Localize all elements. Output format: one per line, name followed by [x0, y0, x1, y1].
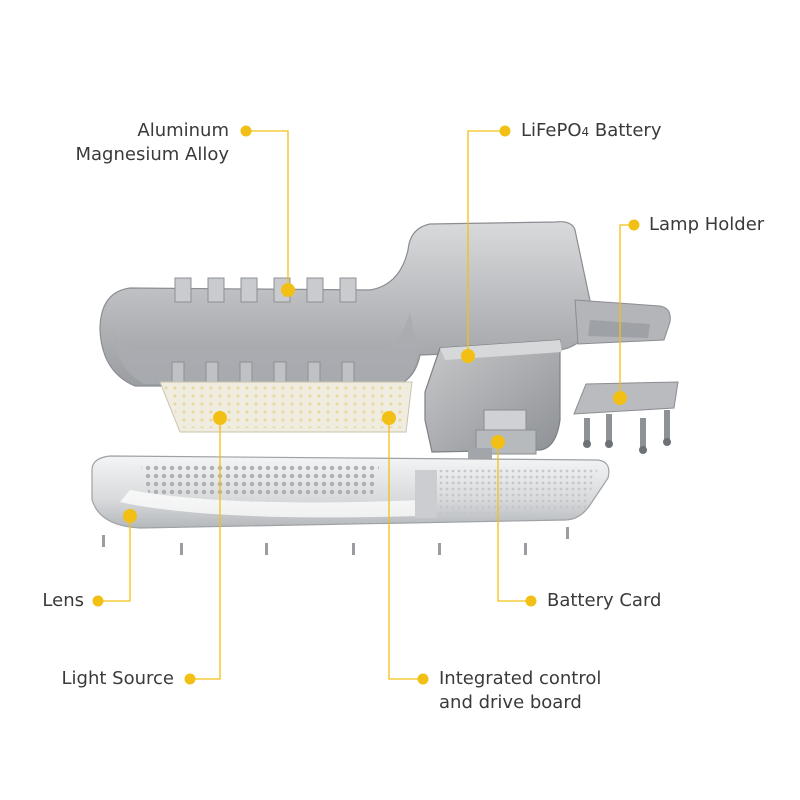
dot-lens-part: [123, 509, 137, 523]
dot-board-label: [417, 673, 429, 685]
dot-holder-label: [628, 219, 640, 231]
label-aluminum-line1: Aluminum: [137, 120, 229, 141]
label-battery-prefix: LiFePO: [521, 120, 582, 141]
dot-light-label: [184, 673, 196, 685]
lamp-holder: [573, 381, 679, 454]
label-aluminum-line2: Magnesium Alloy: [75, 144, 230, 165]
dot-alloy-part: [281, 283, 295, 297]
label-battery-subscript: 4: [581, 125, 590, 139]
screws: [102, 527, 569, 555]
label-aluminum-alloy: Aluminum Magnesium Alloy: [76, 119, 230, 167]
label-battery-suffix: Battery: [589, 120, 662, 141]
dot-alloy-label: [240, 125, 252, 137]
dot-card-part: [491, 435, 505, 449]
label-battery: LiFePO4 Battery: [521, 119, 661, 144]
housing: [99, 221, 671, 389]
label-board-line1: Integrated control: [439, 668, 602, 689]
light-source: [159, 381, 413, 433]
dot-lens-label: [92, 595, 104, 607]
dot-battery-label: [499, 125, 511, 137]
label-board-line2: and drive board: [439, 692, 582, 713]
callout-dots: [92, 125, 640, 685]
label-control-board: Integrated control and drive board: [439, 667, 601, 715]
dot-board-part: [382, 411, 396, 425]
label-lamp-holder: Lamp Holder: [649, 214, 765, 235]
dot-battery-part: [461, 349, 475, 363]
label-lens: Lens: [42, 590, 84, 611]
dot-card-label: [525, 595, 537, 607]
dot-holder-part: [613, 391, 627, 405]
dot-light-part: [213, 411, 227, 425]
label-light-source: Light Source: [61, 668, 174, 689]
label-battery-card: Battery Card: [547, 590, 662, 611]
lens: [91, 455, 610, 529]
